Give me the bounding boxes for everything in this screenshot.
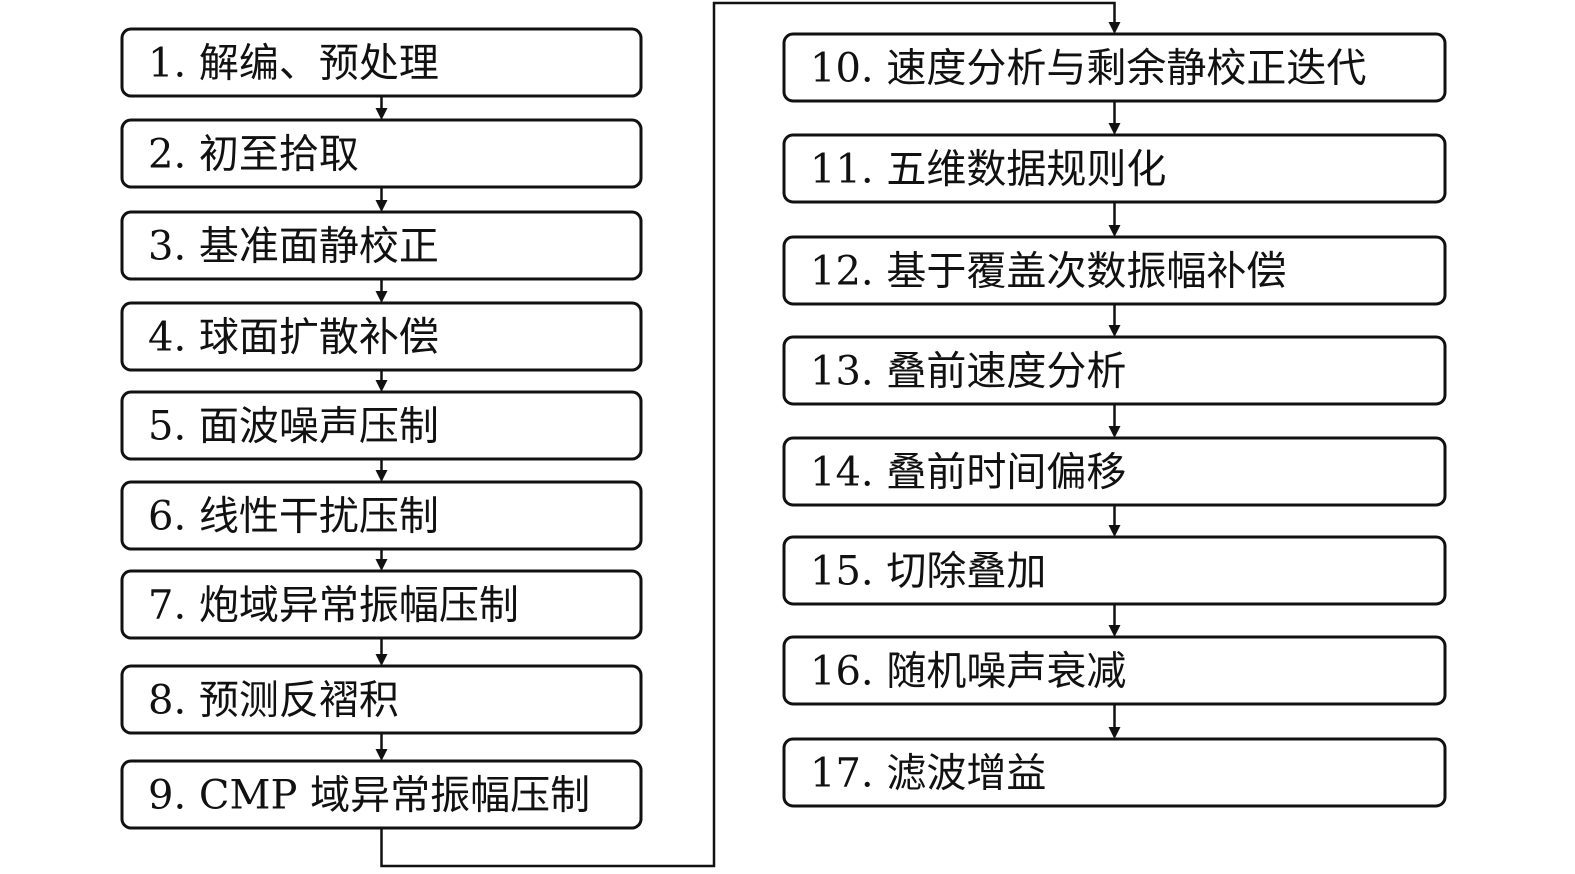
connectors: [375, 1, 1121, 868]
right-step-6: 15. 切除叠加: [782, 535, 1447, 606]
right-step-box: [782, 335, 1447, 406]
column-link-arrow: [380, 1, 1121, 868]
right-step-5: 14. 叠前时间偏移: [782, 436, 1447, 507]
left-step-1: 1. 解编、预处理: [120, 27, 643, 98]
right-arrow-11: [1108, 202, 1121, 237]
left-step-box: [120, 210, 643, 281]
right-step-3: 12. 基于覆盖次数振幅补偿: [782, 235, 1447, 306]
left-step-6: 6. 线性干扰压制: [120, 480, 643, 551]
left-step-label: 6. 线性干扰压制: [148, 494, 439, 540]
right-step-2: 11. 五维数据规则化: [782, 133, 1447, 204]
nodes: 1. 解编、预处理 2. 初至拾取 3. 基准面静校正 4. 球面扩散补偿 5. 面波噪…: [120, 27, 1447, 830]
left-step-5: 5. 面波噪声压制: [120, 390, 643, 461]
left-step-box: [120, 480, 643, 551]
left-step-label: 1. 解编、预处理: [148, 41, 439, 87]
right-step-label: 14. 叠前时间偏移: [810, 450, 1126, 496]
right-step-label: 15. 切除叠加: [810, 549, 1046, 595]
left-step-label: 9. CMP 域异常振幅压制: [148, 773, 590, 819]
right-step-box: [782, 235, 1447, 306]
right-arrow-14: [1108, 505, 1121, 537]
right-step-label: 13. 叠前速度分析: [810, 349, 1126, 395]
left-step-box: [120, 569, 643, 640]
left-step-label: 3. 基准面静校正: [148, 224, 439, 270]
right-arrow-12: [1108, 304, 1121, 337]
right-step-box: [782, 535, 1447, 606]
left-step-box: [120, 390, 643, 461]
left-step-7: 7. 炮域异常振幅压制: [120, 569, 643, 640]
left-step-label: 4. 球面扩散补偿: [148, 315, 439, 361]
left-step-8: 8. 预测反褶积: [120, 664, 643, 735]
left-step-label: 2. 初至拾取: [148, 132, 359, 178]
right-step-box: [782, 32, 1447, 103]
left-arrow-7: [375, 638, 388, 666]
right-step-label: 10. 速度分析与剩余静校正迭代: [810, 46, 1366, 92]
right-step-box: [782, 635, 1447, 706]
left-arrow-8: [375, 733, 388, 761]
left-step-label: 7. 炮域异常振幅压制: [148, 583, 519, 629]
right-step-box: [782, 133, 1447, 204]
left-arrow-3: [375, 279, 388, 303]
left-step-box: [120, 118, 643, 189]
left-step-2: 2. 初至拾取: [120, 118, 643, 189]
left-step-box: [120, 27, 643, 98]
right-step-7: 16. 随机噪声衰减: [782, 635, 1447, 706]
left-arrow-6: [375, 549, 388, 571]
right-arrow-13: [1108, 404, 1121, 438]
left-arrow-2: [375, 187, 388, 212]
left-step-box: [120, 664, 643, 735]
right-step-4: 13. 叠前速度分析: [782, 335, 1447, 406]
left-step-box: [120, 301, 643, 372]
right-arrow-15: [1108, 604, 1121, 637]
right-step-label: 11. 五维数据规则化: [810, 147, 1166, 193]
right-step-label: 12. 基于覆盖次数振幅补偿: [810, 249, 1286, 295]
right-step-box: [782, 737, 1447, 808]
right-step-label: 17. 滤波增益: [810, 751, 1046, 797]
left-step-3: 3. 基准面静校正: [120, 210, 643, 281]
left-arrow-5: [375, 459, 388, 482]
right-step-8: 17. 滤波增益: [782, 737, 1447, 808]
right-step-1: 10. 速度分析与剩余静校正迭代: [782, 32, 1447, 103]
right-arrow-10: [1108, 101, 1121, 135]
left-step-9: 9. CMP 域异常振幅压制: [120, 759, 643, 830]
left-arrow-4: [375, 370, 388, 392]
left-step-box: [120, 759, 643, 830]
left-step-4: 4. 球面扩散补偿: [120, 301, 643, 372]
right-arrow-16: [1108, 704, 1121, 739]
right-step-label: 16. 随机噪声衰减: [810, 649, 1126, 695]
right-step-box: [782, 436, 1447, 507]
left-arrow-1: [375, 96, 388, 120]
left-step-label: 8. 预测反褶积: [148, 678, 399, 724]
left-step-label: 5. 面波噪声压制: [148, 404, 439, 450]
